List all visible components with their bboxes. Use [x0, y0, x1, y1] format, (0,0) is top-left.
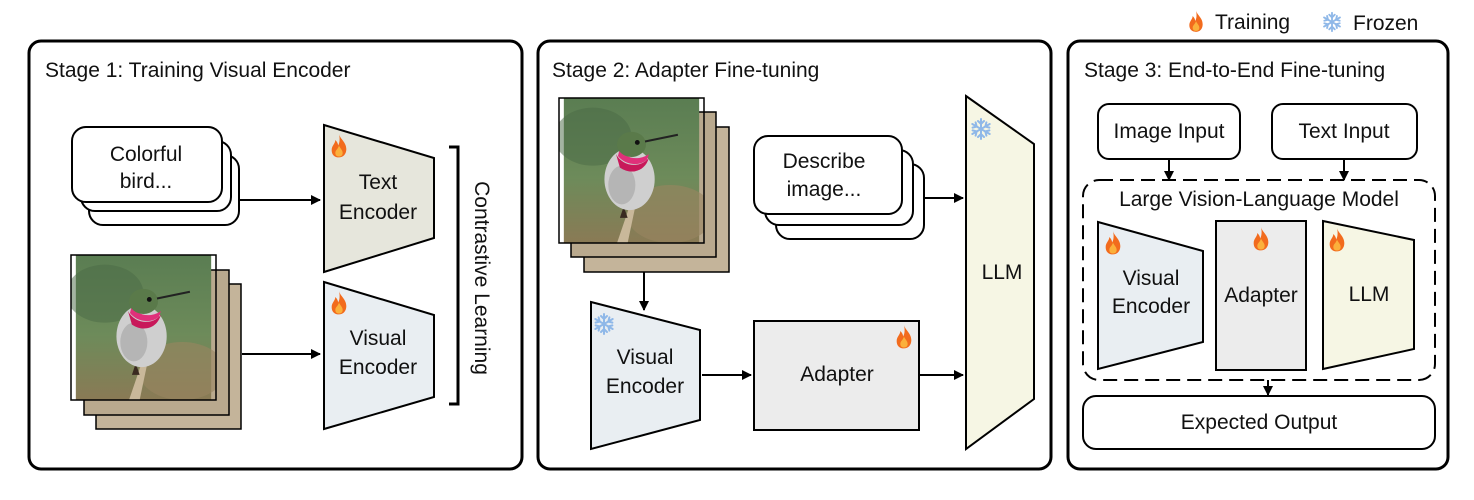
adapter-label: Adapter: [800, 363, 874, 386]
lvlm-box: Large Vision-Language Model Visual Encod…: [1082, 179, 1436, 381]
visual-encoder: Visual Encoder: [323, 280, 435, 431]
stage1-title: Stage 1: Training Visual Encoder: [45, 59, 350, 82]
llm-label: LLM: [982, 261, 1023, 284]
caption-line2: bird...: [120, 170, 173, 193]
visual-encoder: Visual Encoder: [1097, 220, 1204, 371]
lvlm-label: Large Vision-Language Model: [1119, 188, 1399, 211]
caption-card-stack: Colorful bird...: [71, 126, 240, 226]
llm: LLM: [965, 94, 1035, 451]
visual-encoder-line2: Encoder: [606, 375, 684, 398]
contrastive-learning-label: Contrastive Learning: [470, 181, 493, 375]
visual-encoder-line2: Encoder: [339, 356, 417, 379]
text-encoder: Text Encoder: [323, 123, 435, 274]
legend: Training Frozen: [1189, 10, 1418, 35]
adapter: Adapter: [1215, 220, 1307, 371]
stage3-panel: Stage 3: End-to-End Fine-tuning Image In…: [1066, 39, 1450, 471]
text-input-box: Text Input: [1271, 103, 1418, 160]
visual-encoder-line1: Visual: [350, 327, 407, 350]
visual-encoder-line1: Visual: [1123, 267, 1180, 290]
bird-photo: [559, 98, 704, 243]
stage3-title: Stage 3: End-to-End Fine-tuning: [1084, 59, 1385, 82]
visual-encoder-line1: Visual: [617, 346, 674, 369]
legend-frozen-label: Frozen: [1353, 12, 1418, 35]
text-input-label: Text Input: [1298, 120, 1389, 143]
expected-output-label: Expected Output: [1181, 411, 1338, 434]
visual-encoder: Visual Encoder: [590, 300, 701, 451]
adapter: Adapter: [753, 320, 920, 431]
image-input-box: Image Input: [1097, 103, 1241, 160]
expected-output-box: Expected Output: [1082, 395, 1436, 450]
flame-icon: [1189, 10, 1203, 32]
prompt-line1: Describe: [783, 150, 866, 173]
snowflake-icon: [1323, 11, 1341, 33]
stage2-panel: Stage 2: Adapter Fine-tuning Describe im…: [536, 39, 1053, 471]
image-stack: [70, 254, 242, 430]
text-encoder-line2: Encoder: [339, 201, 417, 224]
image-input-label: Image Input: [1114, 120, 1225, 143]
image-stack: [558, 97, 730, 273]
contrastive-bracket: [449, 145, 460, 406]
adapter-label: Adapter: [1224, 284, 1298, 307]
stage2-title: Stage 2: Adapter Fine-tuning: [552, 59, 819, 82]
visual-encoder-line2: Encoder: [1112, 295, 1190, 318]
llm: LLM: [1322, 219, 1415, 371]
bird-photo: [71, 255, 216, 400]
prompt-card-stack: Describe image...: [753, 135, 925, 240]
llm-label: LLM: [1349, 283, 1390, 306]
prompt-line2: image...: [787, 178, 862, 201]
text-encoder-line1: Text: [359, 171, 398, 194]
legend-training-label: Training: [1215, 11, 1290, 34]
caption-line1: Colorful: [110, 143, 182, 166]
stage1-panel: Stage 1: Training Visual Encoder Colorfu…: [27, 39, 524, 471]
